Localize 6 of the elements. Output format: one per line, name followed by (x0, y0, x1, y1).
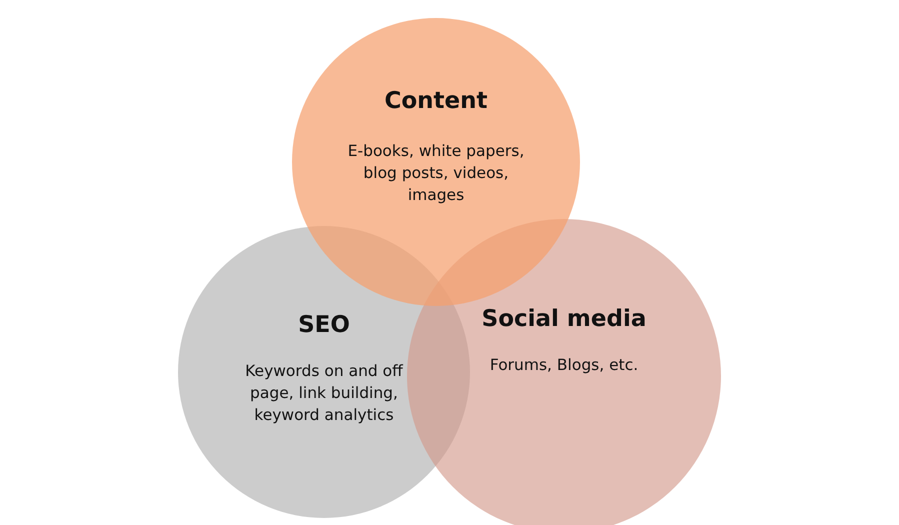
circle-description: Keywords on and off page, link building, keyword analytics (244, 361, 404, 426)
circle-description: Forums, Blogs, etc. (490, 355, 638, 376)
circle-description: E-books, white papers, blog posts, videos, images (346, 141, 526, 206)
circle-heading: Content (384, 88, 488, 114)
circle-heading: Social media (482, 306, 646, 332)
circle-heading: SEO (298, 312, 350, 338)
